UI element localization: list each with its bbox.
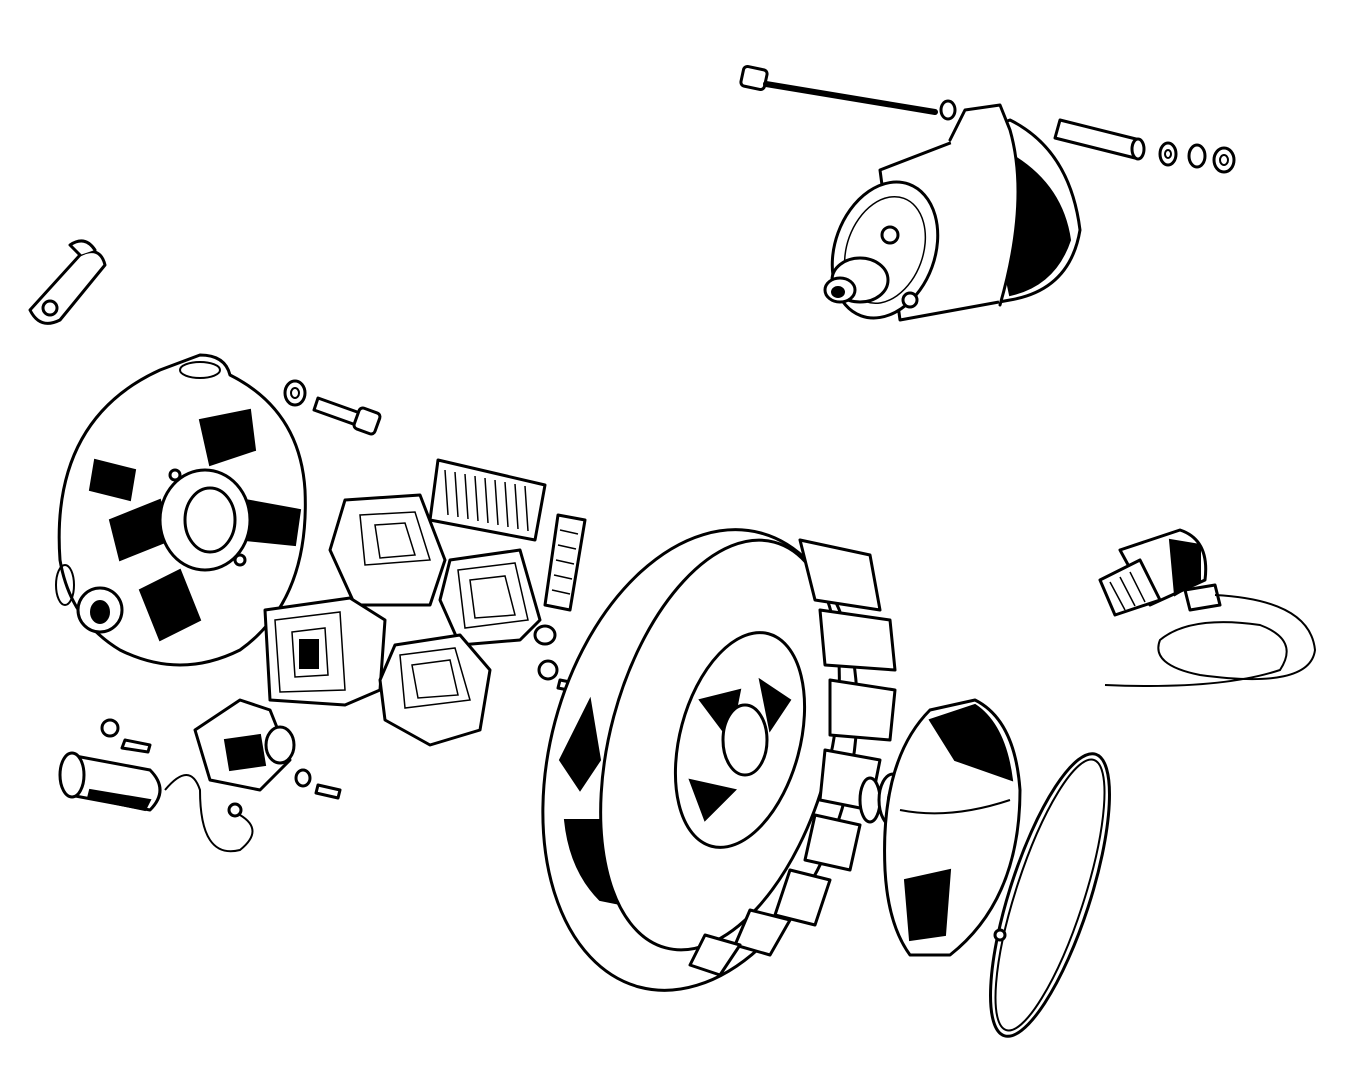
field-coil: [263, 596, 387, 707]
through-bolt: [739, 64, 957, 121]
starter-motor-assembly: [739, 64, 1236, 322]
field-coil: [378, 633, 492, 747]
contact-breaker: [193, 698, 342, 818]
cable-clip: [28, 239, 107, 325]
stator-bolt: [283, 379, 382, 436]
sensor-switch: [1098, 528, 1317, 687]
spacer-rod: [1053, 118, 1146, 161]
field-coil: [328, 493, 447, 607]
field-coil: [438, 548, 542, 647]
washers-and-nuts: [1158, 141, 1236, 174]
fan-cover: [883, 698, 1022, 957]
flywheel: [541, 528, 897, 992]
condenser: [58, 718, 254, 853]
starter-motor: [823, 103, 1082, 322]
field-coils: [263, 458, 547, 747]
field-coil: [428, 458, 547, 542]
cover-ring: [989, 752, 1111, 1038]
stator-plate: [55, 353, 307, 667]
